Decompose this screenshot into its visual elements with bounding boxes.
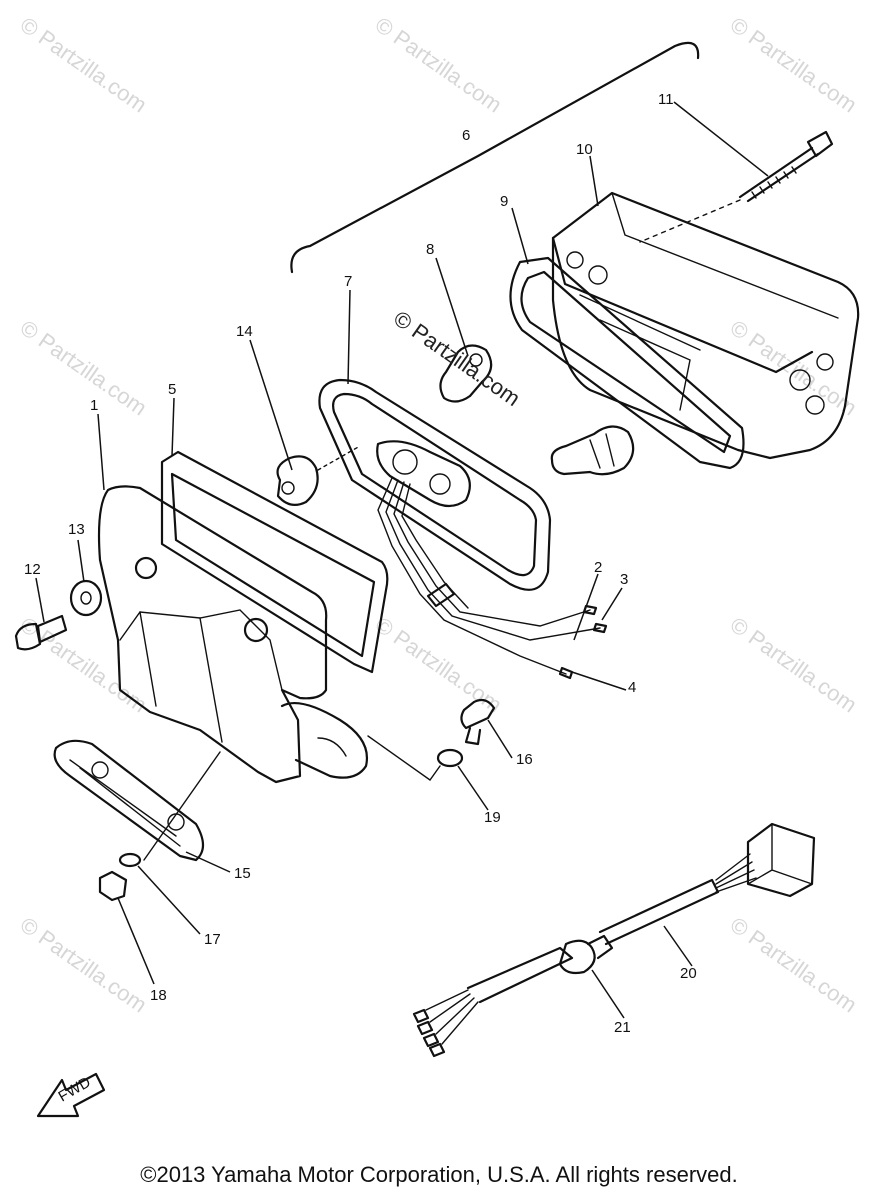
washer-part — [69, 579, 103, 617]
copyright-notice: ©2013 Yamaha Motor Corporation, U.S.A. A… — [140, 1162, 738, 1187]
base-housing-part — [97, 485, 369, 784]
guide-line — [143, 751, 221, 861]
callout-19: 19 — [484, 809, 501, 826]
grommet-leads-part — [412, 934, 614, 1058]
small-washer-part — [436, 748, 464, 768]
lens-housing-part — [551, 191, 860, 460]
leader-lines — [35, 101, 769, 1019]
callout-17: 17 — [204, 931, 221, 948]
callout-10: 10 — [576, 141, 593, 158]
callout-11: 11 — [658, 91, 674, 108]
lock-washer-part — [118, 852, 142, 868]
callout-8: 8 — [426, 241, 434, 258]
harness-part — [598, 822, 816, 946]
stud-part — [460, 698, 496, 746]
callout-5: 5 — [168, 381, 176, 398]
callout-9: 9 — [500, 193, 508, 210]
tail-light-exploded-diagram: FWD 1 2 3 4 5 6 7 8 9 10 11 12 13 14 15 … — [14, 41, 860, 1118]
callout-7: 7 — [344, 273, 352, 290]
license-bracket-part — [53, 739, 205, 862]
bolt-part — [14, 614, 68, 651]
callout-18: 18 — [150, 987, 167, 1004]
bulb-part — [550, 425, 635, 476]
callout-13: 13 — [68, 521, 85, 538]
callout-21: 21 — [614, 1019, 631, 1036]
grommet-part — [276, 445, 361, 507]
callout-15: 15 — [234, 865, 251, 882]
assembly-bracket — [290, 41, 700, 274]
callout-20: 20 — [680, 965, 697, 982]
base-plate-part — [318, 378, 552, 591]
callout-12: 12 — [24, 561, 41, 578]
callout-14: 14 — [236, 323, 253, 340]
guide-line — [367, 735, 441, 781]
callout-16: 16 — [516, 751, 533, 768]
callout-1: 1 — [90, 397, 98, 414]
socket-part — [439, 344, 493, 403]
lens-gasket-part — [509, 256, 745, 470]
screw-part — [639, 130, 834, 243]
callout-4: 4 — [628, 679, 636, 696]
callout-6: 6 — [462, 127, 470, 144]
fwd-arrow-icon: FWD — [36, 1072, 106, 1118]
callout-2: 2 — [594, 559, 602, 576]
seal-gasket-part — [160, 450, 389, 674]
nut-part — [98, 870, 128, 902]
callout-3: 3 — [620, 571, 628, 588]
